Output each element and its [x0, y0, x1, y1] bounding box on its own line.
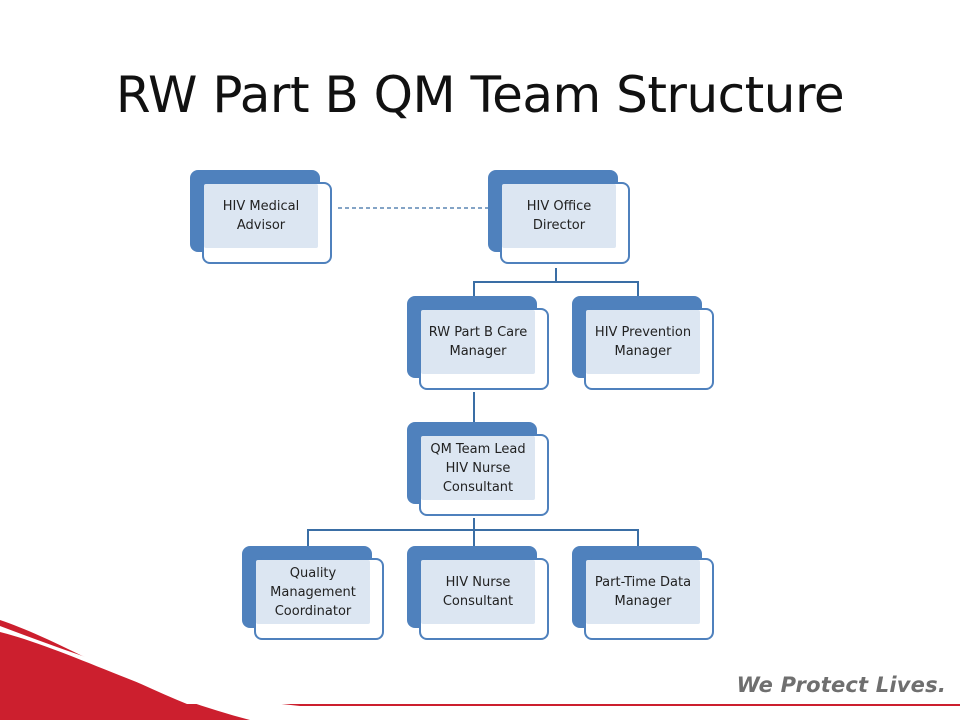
- node-label: HIV Office Director: [502, 184, 616, 248]
- qm-lead-to-staff-connector: [307, 518, 639, 546]
- node-label: HIV Medical Advisor: [204, 184, 318, 248]
- director-to-managers-connector: [473, 268, 639, 296]
- node-hiv-prevention-manager: HIV Prevention Manager: [572, 296, 714, 390]
- node-hiv-medical-advisor: HIV Medical Advisor: [190, 170, 332, 264]
- node-hiv-nurse-consultant: HIV Nurse Consultant: [407, 546, 549, 640]
- white-swoosh-highlight: [0, 626, 960, 720]
- node-label: RW Part B Care Manager: [421, 310, 535, 374]
- node-label: Part-Time Data Manager: [586, 560, 700, 624]
- node-label: HIV Nurse Consultant: [421, 560, 535, 624]
- node-label: HIV Prevention Manager: [586, 310, 700, 374]
- node-part-time-data-manager: Part-Time Data Manager: [572, 546, 714, 640]
- node-label: QM Team Lead HIV Nurse Consultant: [421, 436, 535, 500]
- node-quality-management-coordinator: Quality Management Coordinator: [242, 546, 384, 640]
- red-swoosh-decoration: [0, 620, 230, 720]
- footer-tagline: We Protect Lives.: [736, 673, 946, 697]
- node-qm-team-lead: QM Team Lead HIV Nurse Consultant: [407, 422, 549, 516]
- node-hiv-office-director: HIV Office Director: [488, 170, 630, 264]
- node-rw-part-b-care-manager: RW Part B Care Manager: [407, 296, 549, 390]
- slide-title: RW Part B QM Team Structure: [115, 66, 845, 124]
- node-label: Quality Management Coordinator: [256, 560, 370, 624]
